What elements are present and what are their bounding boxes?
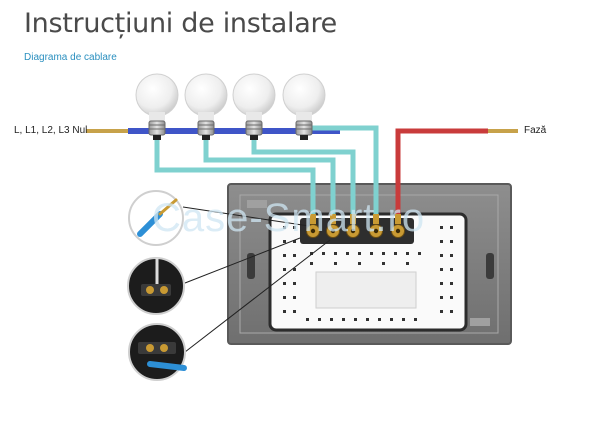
bulb-4 (282, 73, 326, 140)
neutral-label: L, L1, L2, L3 Nul (14, 125, 88, 136)
load-wire-ends (310, 214, 379, 224)
terminal-block (300, 218, 414, 244)
detail-stripped-wire (128, 190, 184, 246)
detail-inserted-wire (128, 323, 187, 381)
detail-screwdriver (127, 257, 185, 315)
page-title: Instrucțiuni de instalare (24, 8, 337, 39)
watermark: Case-Smart.ro (152, 196, 426, 240)
bulb-3 (232, 73, 276, 140)
phase-wire (395, 128, 518, 224)
bulb-1 (135, 73, 179, 140)
bulb-2 (184, 73, 228, 140)
phase-label: Fază (524, 125, 547, 136)
callout-lines (182, 206, 331, 353)
diagram-subtitle: Diagrama de cablare (24, 52, 117, 63)
